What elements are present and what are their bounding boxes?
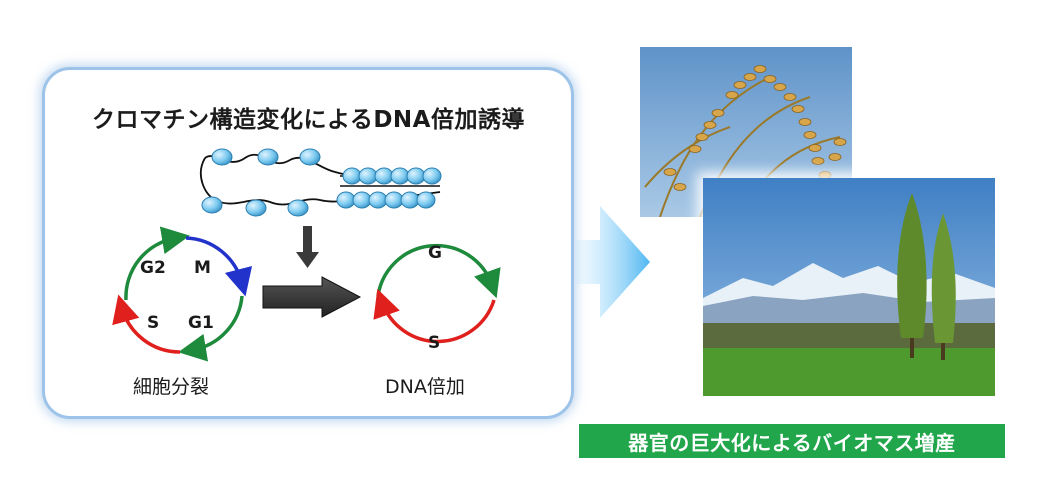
- arrow-right-icon: [262, 276, 362, 318]
- phase-s-label: S: [147, 313, 160, 333]
- endocycle-circle: [373, 243, 501, 344]
- big-arrow-right-icon: [575, 206, 650, 318]
- dna-doubling-caption: DNA倍加: [385, 376, 465, 398]
- phase-g-label: G: [428, 243, 442, 263]
- result-banner: 器官の巨大化によるバイオマス増産: [579, 424, 1005, 458]
- arrow-down-icon: [296, 226, 319, 268]
- cell-cycle-circle: [112, 226, 253, 362]
- phase-g2-label: G2: [140, 258, 166, 278]
- poplar-photo: [703, 178, 995, 396]
- phase-g1-label: G1: [188, 313, 214, 333]
- chromatin-icon: [200, 148, 442, 217]
- panel-title: クロマチン構造変化によるDNA倍加誘導: [92, 107, 525, 133]
- phase-s-endo-label: S: [428, 333, 441, 353]
- phase-m-label: M: [194, 258, 211, 278]
- cell-division-caption: 細胞分裂: [133, 376, 210, 398]
- tree-left: [897, 193, 927, 358]
- tree-right: [931, 213, 956, 360]
